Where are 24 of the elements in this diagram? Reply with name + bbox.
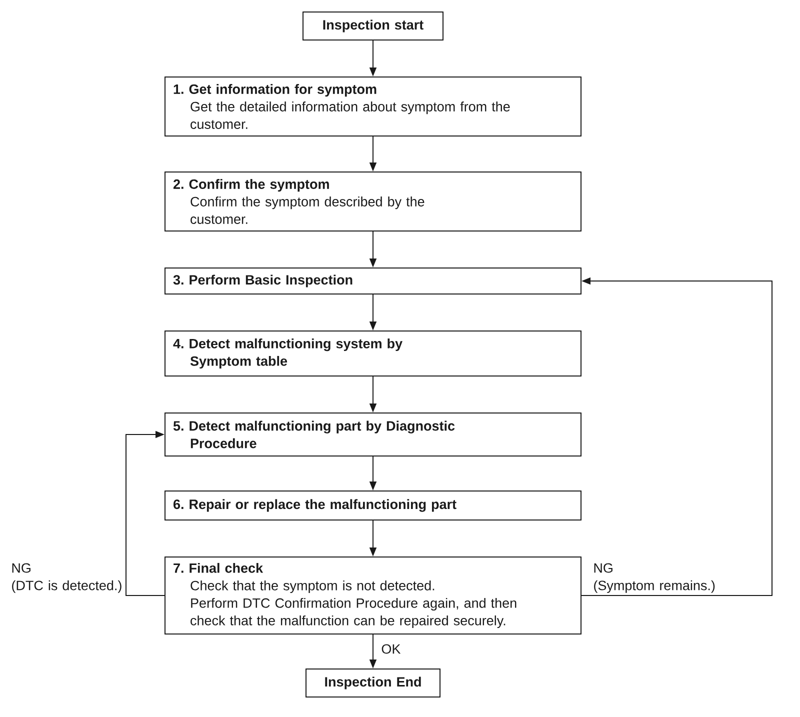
step-title: 3. Perform Basic Inspection [173,274,352,288]
step-description: Confirm the symptom described by the customer. [190,196,424,224]
step-title: 6. Repair or replace the malfunctioning part [174,499,456,512]
step-description: Perform DTC Confirmation Procedure again, and then check that the malfunction can be repaired securely. [190,598,516,628]
edge-label: OK [382,644,401,654]
edge-label: NG (DTC is detected.) [12,563,122,593]
flow-arrow [126,430,165,596]
process-box [164,76,582,136]
process-box [164,412,582,456]
process-box [164,172,582,232]
process-box [164,268,582,294]
process-box [164,490,582,520]
step-description: Get the detailed information about symptom from the customer. [190,102,510,129]
step-title: 5. Detect malfunctioning part by Diagnostic Procedure [173,420,455,448]
step-title: 7. Final check [174,562,264,573]
edge-label: NG (Symptom remains.) [594,563,715,593]
process-box [164,330,582,376]
terminal-box: Inspection start [302,12,444,40]
process-box [164,556,582,634]
step-title: 4. Detect malfunctioning system by Symptom table [173,338,402,369]
step-title: 2. Confirm the symptom [173,179,329,192]
terminal-box: Inspection End [306,668,440,698]
step-title: 1. Get information for symptom [174,84,376,97]
step-description: Check that the symptom is not detected. [190,580,434,594]
